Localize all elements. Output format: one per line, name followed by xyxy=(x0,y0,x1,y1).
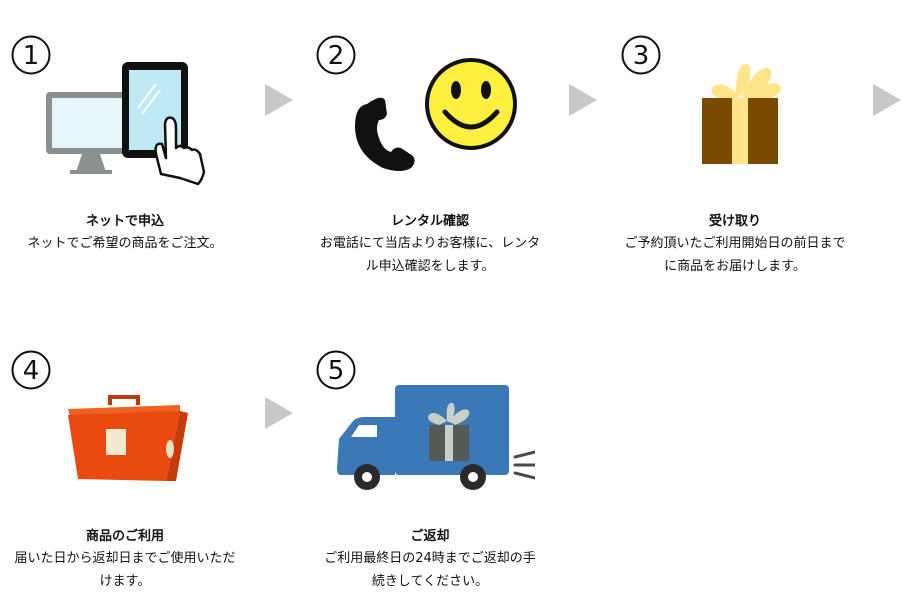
step-description: お電話にて当店よりお客様に、レンタ ル申込確認をします。 xyxy=(319,236,541,274)
step-3: 3 受け取り ご予約頂いたご利用開始日の前日まで に商品をお届けします。 xyxy=(610,0,860,280)
arrow-right-icon xyxy=(265,84,293,116)
phone-smiley-icon xyxy=(355,58,517,171)
step-description: ご予約頂いたご利用開始日の前日まで に商品をお届けします。 xyxy=(624,236,846,274)
step-description: 届いた日から返却日までご使用いただ けます。 xyxy=(14,551,236,589)
number-2-icon: 2 xyxy=(316,35,356,75)
computer-tablet-icon xyxy=(46,62,206,186)
step-2: 2 レンタル確認 お電話にて当店よりお客様に、レンタ ル申込確認をします。 xyxy=(305,0,555,280)
gift-box-icon xyxy=(702,64,781,164)
step-title: ネットで申込 xyxy=(85,214,164,229)
step-title: レンタル確認 xyxy=(390,214,469,229)
svg-text:4: 4 xyxy=(23,356,40,386)
orange-box-icon xyxy=(68,395,188,481)
svg-text:1: 1 xyxy=(23,41,40,71)
delivery-truck-icon xyxy=(337,385,535,490)
svg-text:5: 5 xyxy=(328,356,345,386)
number-4-icon: 4 xyxy=(11,350,51,390)
step-1: 1 ネットで申込 ネットでご希望の商品をご注文。 xyxy=(0,0,250,280)
step-title: 商品のご利用 xyxy=(85,529,164,544)
arrow-right-icon xyxy=(265,397,293,429)
arrow-right-icon xyxy=(873,84,901,116)
arrow-right-icon xyxy=(569,84,597,116)
number-1-icon: 1 xyxy=(11,35,51,75)
step-description: ネットでご希望の商品をご注文。 xyxy=(27,236,223,251)
number-3-icon: 3 xyxy=(621,35,661,75)
step-title: 受け取り xyxy=(708,214,761,229)
number-5-icon: 5 xyxy=(316,350,356,390)
svg-text:3: 3 xyxy=(633,41,650,71)
step-5: 5 ご返却 ご利用最終日の24時までご返却の手 続きしてください。 xyxy=(305,315,555,595)
step-4: 4 商品のご利用 届いた日から返却日までご使用いただ けます。 xyxy=(0,315,250,595)
svg-text:2: 2 xyxy=(328,41,345,71)
step-description: ご利用最終日の24時までご返却の手 続きしてください。 xyxy=(324,551,536,589)
step-title: ご返却 xyxy=(410,529,450,544)
